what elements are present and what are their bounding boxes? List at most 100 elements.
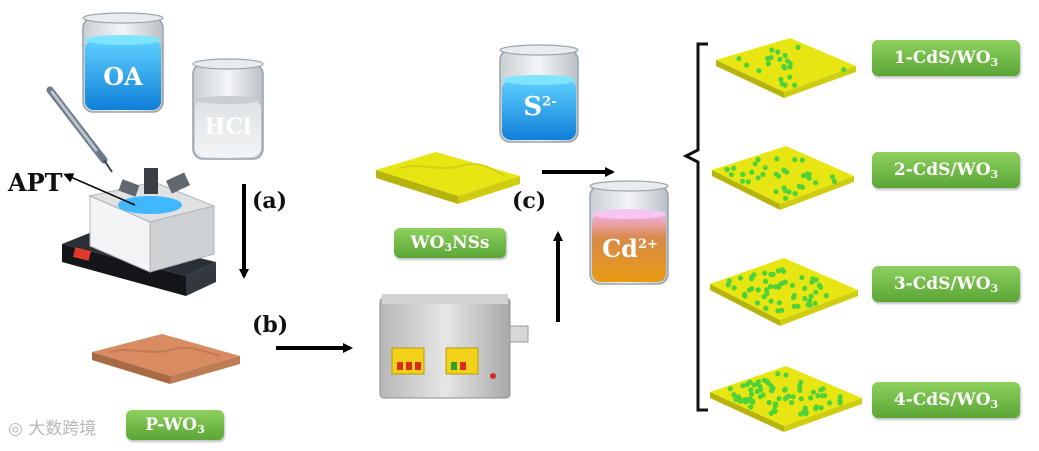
product-2-subscript: 3 — [990, 167, 999, 181]
cds-dot — [762, 270, 768, 276]
cds-dot — [763, 278, 769, 284]
cds-dot — [798, 396, 804, 402]
beaker-s2 — [499, 44, 579, 143]
cds-dot — [799, 274, 805, 281]
cds-dot — [748, 387, 754, 393]
watermark: ◎ 大数跨境 — [8, 414, 96, 439]
cds-dot — [777, 56, 783, 62]
cds-dot — [827, 400, 833, 406]
cds-dot — [762, 165, 768, 171]
cds-dot — [749, 274, 755, 280]
cds-dot — [739, 178, 746, 184]
cds-dot — [776, 300, 783, 306]
cds-dot — [803, 411, 809, 417]
watermark-logo-icon: ◎ — [8, 419, 23, 439]
cds-dot — [822, 392, 828, 399]
cds-dot — [756, 68, 762, 74]
cds-dot — [763, 305, 769, 311]
cds-dot — [787, 74, 793, 80]
cds-dot — [781, 268, 787, 274]
cds-dot — [750, 399, 756, 406]
cds-dot — [740, 171, 746, 177]
tube-furnace — [379, 294, 529, 399]
cds-dot — [837, 400, 843, 406]
pipette — [46, 86, 113, 173]
cds-dot — [813, 406, 819, 412]
cds-dot — [724, 166, 730, 173]
cds-dot — [773, 189, 779, 195]
cds-dot — [736, 56, 742, 62]
product-1-text: 1-CdS/WO — [893, 48, 991, 68]
step-c-label: (c) — [512, 188, 547, 214]
cds-dot — [755, 157, 761, 163]
cds-dot — [728, 172, 735, 178]
cds-dot — [782, 386, 788, 392]
cds-dot — [779, 280, 785, 286]
cds-dot — [740, 383, 746, 389]
cds-dot — [760, 392, 766, 398]
beaker-hcl — [192, 58, 264, 160]
cds-dot — [754, 388, 760, 395]
p-wo3-subscript: 3 — [197, 422, 205, 436]
cds-dot — [784, 394, 790, 400]
cds-dot — [798, 411, 804, 417]
cds-dot — [754, 300, 761, 306]
cds-dot — [818, 284, 824, 290]
cds-dot — [745, 179, 751, 185]
cds-dot — [813, 180, 819, 186]
cds-dot — [747, 379, 753, 385]
cds-dot — [727, 386, 734, 392]
beaker-s-text: S — [523, 92, 543, 122]
cds-dot — [775, 308, 781, 314]
cds-dot — [818, 405, 824, 411]
cds-wo3-plate-1 — [716, 38, 856, 98]
p-wo3-text: P-WO — [145, 415, 198, 435]
cds-dot — [815, 393, 821, 399]
cds-dot — [766, 399, 772, 406]
wo3-ns-subscript: 3 — [444, 240, 453, 254]
product-4-subscript: 3 — [990, 397, 999, 411]
beaker-s-charge: 2- — [542, 94, 557, 110]
cds-dot — [784, 169, 790, 175]
product-bracket — [682, 42, 708, 412]
cds-dot — [792, 191, 798, 197]
cds-dot — [768, 298, 774, 304]
cds-dot — [746, 287, 753, 293]
cds-dot — [782, 188, 788, 194]
cds-dot — [760, 171, 766, 178]
cds-dot — [768, 388, 775, 394]
cds-dot — [783, 195, 789, 201]
cds-nanoparticles — [724, 44, 847, 417]
cds-dot — [787, 60, 793, 67]
cds-dot — [764, 287, 770, 293]
cds-dot — [837, 394, 843, 400]
apt-label: APT — [8, 168, 63, 197]
cds-dot — [773, 171, 779, 177]
cds-dot — [802, 405, 808, 411]
cds-dot — [776, 284, 782, 290]
cds-dot — [782, 82, 788, 88]
watermark-text: 大数跨境 — [28, 419, 97, 439]
beaker-hcl-label: HCl — [204, 114, 252, 140]
beaker-cd-text: Cd — [602, 234, 638, 263]
cds-dot — [744, 62, 750, 68]
cds-dot — [831, 178, 838, 184]
cds-dot — [783, 372, 789, 378]
cds-dot — [776, 395, 782, 402]
cds-dot — [731, 392, 737, 398]
beaker-oa-label: OA — [103, 62, 143, 91]
wo3-ns-text: WO — [410, 233, 445, 253]
hot-plate-stirrer — [62, 168, 216, 296]
cds-dot — [802, 296, 808, 302]
product-2-text: 2-CdS/WO — [893, 160, 991, 180]
product-3-subscript: 3 — [990, 281, 999, 295]
cds-dot — [767, 283, 774, 290]
cds-dot — [789, 282, 796, 288]
cds-dot — [812, 300, 818, 307]
cds-dot — [725, 282, 731, 288]
cds-dot — [774, 156, 780, 162]
cds-dot — [737, 275, 744, 281]
beaker-cd2 — [589, 180, 669, 285]
